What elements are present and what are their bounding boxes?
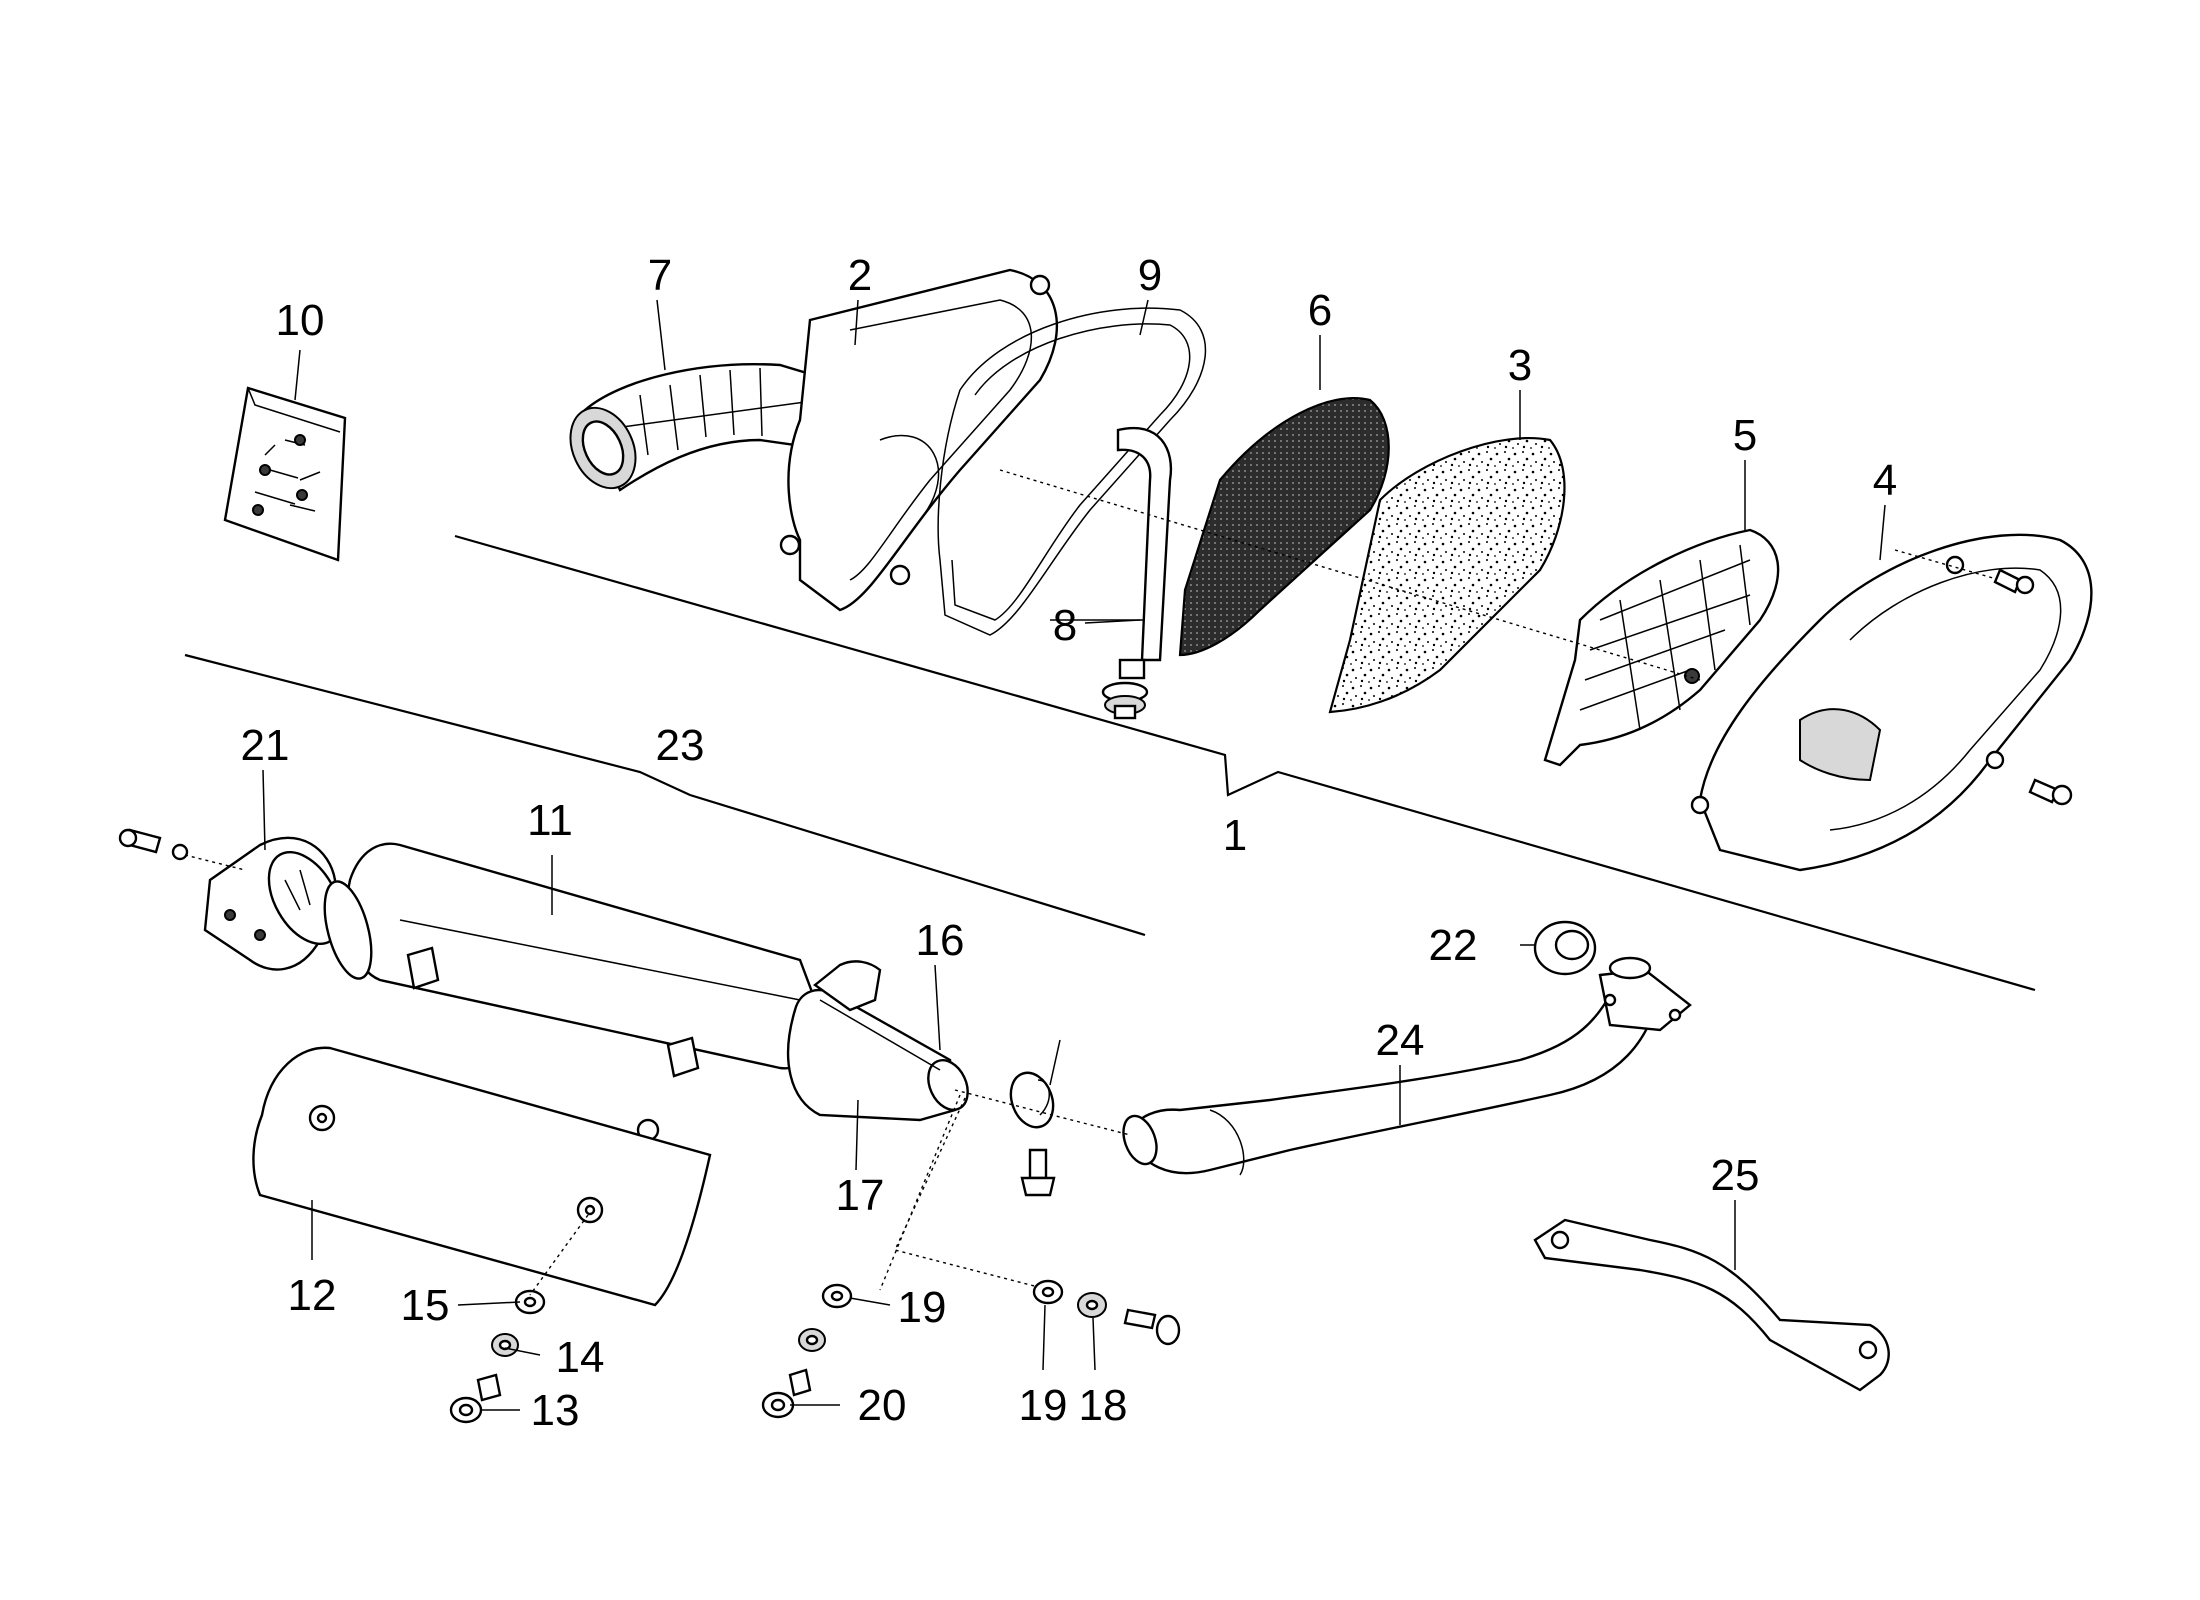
washer-14 (491, 1333, 519, 1357)
label-21: 21 (241, 721, 290, 770)
muffler-end-cap (203, 836, 343, 971)
label-9: 9 (1138, 251, 1162, 300)
bolt-20 (761, 1368, 812, 1419)
nut-18 (1077, 1292, 1107, 1318)
washer-19b (1032, 1279, 1064, 1305)
label-19-left: 19 (898, 1283, 947, 1332)
muffler-body (323, 842, 832, 1142)
washer-19a (821, 1283, 853, 1309)
label-11: 11 (527, 796, 573, 845)
label-5: 5 (1733, 411, 1757, 460)
cover-screw-bottom (2028, 778, 2073, 806)
label-7: 7 (648, 251, 672, 300)
filter-grid-support (1543, 528, 1780, 767)
pointer-16 (934, 964, 941, 1051)
label-1: 1 (1223, 811, 1247, 860)
filter-housing (779, 268, 1059, 612)
label-6: 6 (1308, 286, 1332, 335)
flange-gasket (1533, 920, 1597, 976)
label-8: 8 (1053, 601, 1077, 650)
label-18: 18 (1079, 1381, 1128, 1430)
mounting-bracket (1533, 1218, 1890, 1392)
label-4: 4 (1873, 456, 1897, 505)
alignment-line-filter (999, 469, 1701, 681)
label-25: 25 (1711, 1151, 1760, 1200)
label-2: 2 (848, 251, 872, 300)
label-20: 20 (858, 1381, 907, 1430)
exhaust-pipe (1122, 956, 1692, 1176)
foam-filter-element (1328, 436, 1566, 714)
screw-kit-bag (223, 386, 347, 562)
housing-gasket (937, 307, 1207, 636)
label-13: 13 (531, 1386, 580, 1435)
bolt-13 (449, 1373, 502, 1424)
drain-hose (1050, 427, 1173, 720)
label-19-right: 19 (1019, 1381, 1068, 1430)
leader-lines (262, 299, 1886, 1411)
alignment-line-12 (529, 1214, 589, 1296)
end-cap-bolt (118, 828, 246, 871)
label-17: 17 (836, 1171, 885, 1220)
alignment-line-19 (879, 1094, 961, 1291)
label-16: 16 (916, 916, 965, 965)
label-14: 14 (556, 1333, 605, 1382)
collar-bolt (1020, 1148, 1056, 1197)
bolt-18 (1123, 1308, 1181, 1346)
cover-screw-top (1894, 549, 2035, 595)
label-3: 3 (1508, 341, 1532, 390)
heat-shield (252, 1046, 712, 1307)
filter-cover (1690, 533, 2093, 872)
alignment-line-18 (894, 1097, 1051, 1291)
washer-20-stack (798, 1328, 826, 1352)
label-15: 15 (401, 1281, 450, 1330)
mesh-filter-plate (1178, 397, 1390, 657)
intake-duct (569, 363, 832, 492)
label-10: 10 (276, 296, 325, 345)
assembly-bracket-23 (184, 653, 1146, 937)
label-23: 23 (656, 721, 705, 770)
label-22: 22 (1429, 921, 1478, 970)
label-12: 12 (288, 1271, 337, 1320)
exhaust-header-body (786, 960, 969, 1122)
label-24: 24 (1376, 1016, 1425, 1065)
pipe-collar (1009, 1039, 1061, 1129)
alignment-line-exhaust (954, 1089, 1131, 1136)
assembly-bracket-1 (454, 534, 2036, 992)
